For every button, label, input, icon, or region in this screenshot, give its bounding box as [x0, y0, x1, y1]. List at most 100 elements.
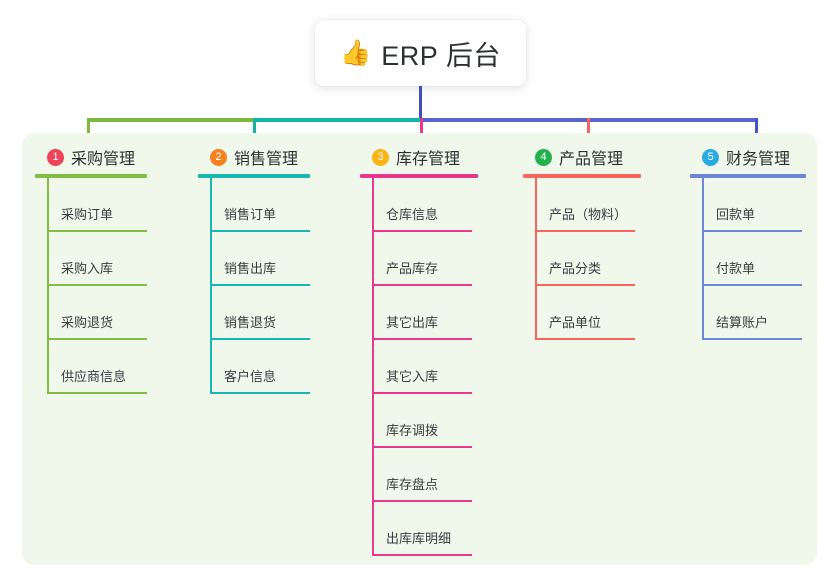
leaf-label: 采购退货 [61, 315, 114, 330]
leaf-node[interactable]: 产品库存 [360, 232, 488, 286]
drop-product [587, 118, 590, 146]
column-header-sales[interactable]: 2 销售管理 [198, 145, 320, 169]
column-header-rule-sales [198, 174, 310, 178]
leaf-node[interactable]: 仓库信息 [360, 178, 488, 232]
leaf-label: 库存盘点 [386, 477, 439, 492]
drop-purchase [87, 118, 90, 146]
leaf-rule [47, 392, 147, 394]
leaf-rule [210, 284, 310, 286]
column-header-rule-product [523, 174, 641, 178]
leaf-label: 库存调拨 [386, 423, 439, 438]
column-spine-sales [210, 178, 212, 394]
leaf-rule [372, 392, 472, 394]
leaf-node[interactable]: 供应商信息 [35, 340, 157, 394]
column-badge-sales: 2 [210, 148, 227, 166]
column-title-purchase: 采购管理 [71, 151, 136, 168]
leaf-label: 付款单 [716, 261, 756, 276]
column-branches-purchase: 采购订单采购入库采购退货供应商信息 [35, 178, 157, 394]
leaf-rule [372, 554, 472, 556]
leaf-label: 采购入库 [61, 261, 114, 276]
leaf-rule [372, 338, 472, 340]
horizontal-green-segment [87, 118, 254, 122]
categories-panel [22, 133, 817, 565]
column-badge-finance: 5 [702, 148, 719, 166]
column-branches-sales: 销售订单销售出库销售退货客户信息 [198, 178, 320, 394]
leaf-label: 其它出库 [386, 315, 439, 330]
leaf-rule [535, 230, 635, 232]
column-header-purchase[interactable]: 1 采购管理 [35, 145, 157, 169]
leaf-node[interactable]: 采购入库 [35, 232, 157, 286]
leaf-label: 其它入库 [386, 369, 439, 384]
leaf-rule [372, 446, 472, 448]
leaf-label: 产品单位 [549, 315, 602, 330]
leaf-rule [47, 230, 147, 232]
column-spine-finance [702, 178, 704, 340]
leaf-rule [210, 230, 310, 232]
leaf-node[interactable]: 销售订单 [198, 178, 320, 232]
leaf-node[interactable]: 其它入库 [360, 340, 488, 394]
leaf-label: 产品分类 [549, 261, 602, 276]
root-node-title: ERP 后台 [381, 40, 501, 71]
leaf-node[interactable]: 客户信息 [198, 340, 320, 394]
column-badge-inventory: 3 [372, 148, 389, 166]
leaf-label: 出库库明细 [386, 531, 452, 546]
leaf-node[interactable]: 产品（物料） [523, 178, 651, 232]
leaf-rule [210, 338, 310, 340]
column-title-sales: 销售管理 [234, 151, 299, 168]
leaf-rule [535, 284, 635, 286]
leaf-label: 仓库信息 [386, 207, 439, 222]
column-title-product: 产品管理 [559, 151, 624, 168]
leaf-node[interactable]: 回款单 [690, 178, 816, 232]
column-header-rule-inventory [360, 174, 478, 178]
leaf-node[interactable]: 产品分类 [523, 232, 651, 286]
leaf-label: 客户信息 [224, 369, 277, 384]
leaf-node[interactable]: 销售出库 [198, 232, 320, 286]
leaf-label: 采购订单 [61, 207, 114, 222]
leaf-rule [702, 284, 802, 286]
leaf-label: 销售退货 [224, 315, 277, 330]
leaf-label: 产品库存 [386, 261, 439, 276]
column-branches-product: 产品（物料） 产品分类产品单位 [523, 178, 651, 340]
root-stem-connector [419, 86, 422, 122]
leaf-node[interactable]: 销售退货 [198, 286, 320, 340]
drop-finance [755, 118, 758, 146]
leaf-label: 结算账户 [716, 315, 769, 330]
column-header-product[interactable]: 4 产品管理 [523, 145, 651, 169]
leaf-label: 产品（物料） [549, 207, 628, 222]
leaf-rule [372, 500, 472, 502]
leaf-node[interactable]: 其它出库 [360, 286, 488, 340]
column-branches-finance: 回款单付款单结算账户 [690, 178, 816, 340]
column-purchase: 1 采购管理采购订单采购入库采购退货供应商信息 [35, 145, 157, 394]
leaf-node[interactable]: 付款单 [690, 232, 816, 286]
thumbs-up-icon: 👍 [340, 38, 372, 67]
leaf-node[interactable]: 采购退货 [35, 286, 157, 340]
leaf-rule [210, 392, 310, 394]
leaf-node[interactable]: 库存调拨 [360, 394, 488, 448]
leaf-node[interactable]: 产品单位 [523, 286, 651, 340]
column-spine-inventory [372, 178, 374, 556]
leaf-label: 销售出库 [224, 261, 277, 276]
leaf-rule [535, 338, 635, 340]
column-sales: 2 销售管理销售订单销售出库销售退货客户信息 [198, 145, 320, 394]
column-header-rule-purchase [35, 174, 147, 178]
leaf-node[interactable]: 采购订单 [35, 178, 157, 232]
root-node-card[interactable]: 👍 ERP 后台 [315, 20, 526, 86]
leaf-rule [372, 230, 472, 232]
column-header-rule-finance [690, 174, 806, 178]
horizontal-teal-segment [253, 118, 421, 122]
column-badge-product: 4 [535, 148, 552, 166]
leaf-node[interactable]: 结算账户 [690, 286, 816, 340]
column-spine-purchase [47, 178, 49, 394]
leaf-node[interactable]: 库存盘点 [360, 448, 488, 502]
drop-sales [253, 118, 256, 146]
leaf-label: 回款单 [716, 207, 756, 222]
drop-inventory [420, 118, 423, 146]
column-badge-purchase: 1 [47, 148, 64, 166]
leaf-node[interactable]: 出库库明细 [360, 502, 488, 556]
leaf-label: 销售订单 [224, 207, 277, 222]
